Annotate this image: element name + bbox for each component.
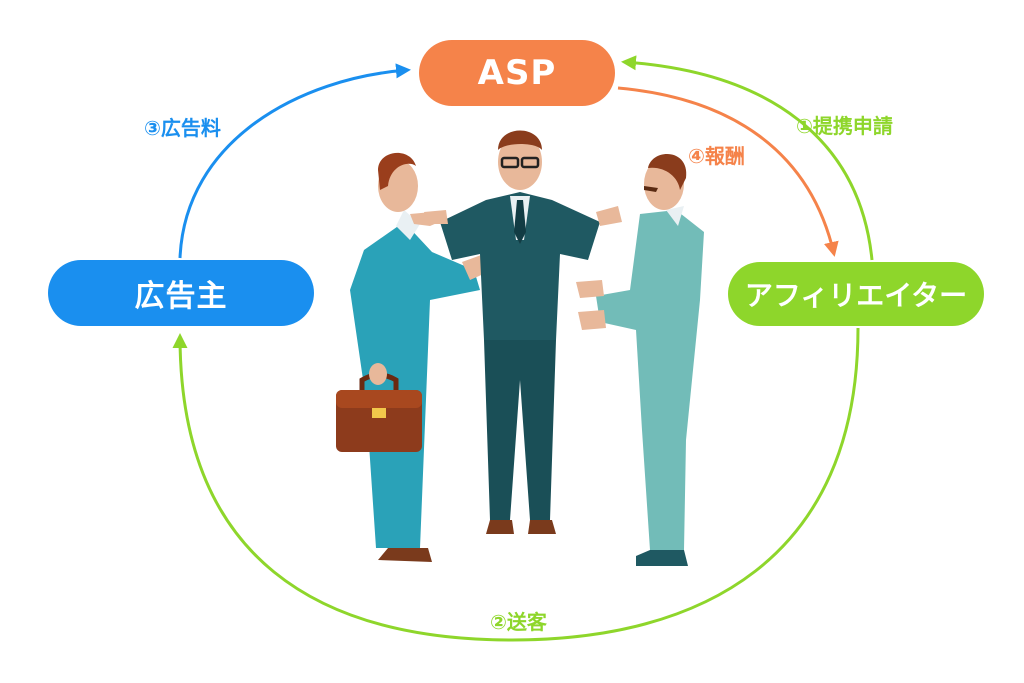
arrow-asp-to-affiliate [617, 86, 839, 257]
step-reward-label: ④報酬 [688, 144, 745, 168]
step-ad-fee-label: ③広告料 [144, 116, 221, 140]
arrow-advertiser-to-asp [178, 63, 411, 259]
affiliate-node: アフィリエイター [728, 262, 984, 326]
asp-node: ASP [419, 40, 615, 106]
step-partnership-application-label: ①提携申請 [796, 114, 893, 138]
right-businessman [576, 154, 704, 566]
advertiser-node: 広告主 [48, 260, 314, 326]
center-businessman [424, 130, 622, 534]
arrow-affiliate-to-advertiser [172, 327, 860, 642]
step-referral-label: ②送客 [490, 610, 547, 634]
arrow-affiliate-to-asp [621, 55, 874, 261]
